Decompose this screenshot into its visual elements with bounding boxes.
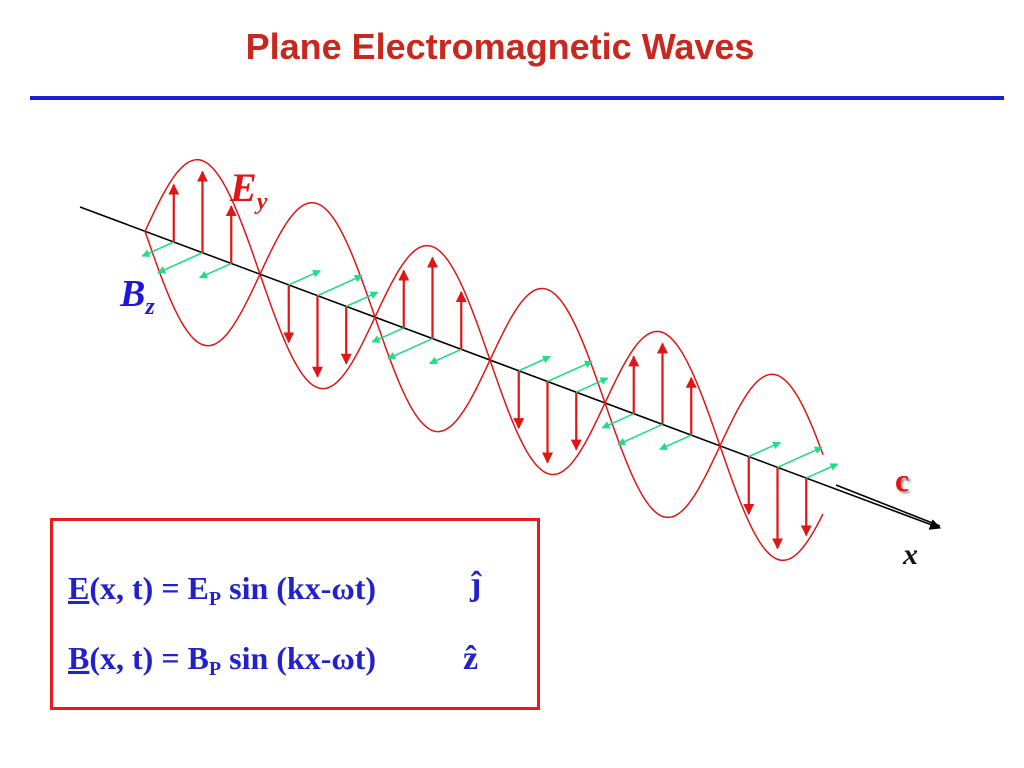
b-field-arrow <box>157 251 203 274</box>
wave-envelope-upper <box>144 158 824 562</box>
b-field-arrow <box>429 348 462 365</box>
b-field-arrow <box>601 412 635 429</box>
title-underline <box>30 96 1004 100</box>
e-field-wave <box>144 158 824 562</box>
x-axis-label: x <box>903 538 918 571</box>
b-field-arrow <box>288 270 321 286</box>
b-field-arrow <box>805 463 839 479</box>
b-field-equation: B(x, t) = BP sin (kx-ωt) <box>68 640 377 680</box>
c-direction-line <box>835 484 941 527</box>
e-field-label: Ey <box>230 165 268 215</box>
b-field-arrow <box>575 377 609 393</box>
b-field-wave <box>141 241 839 479</box>
b-field-arrow <box>748 441 781 458</box>
b-field-arrow <box>317 274 363 297</box>
b-field-arrow <box>617 423 663 446</box>
wave-envelope-lower <box>144 201 824 519</box>
b-field-arrow <box>518 355 551 372</box>
e-field-equation: E(x, t) = EP sin (kx-ωt) <box>68 570 377 610</box>
j-hat-unit-vector: ĵ <box>470 566 482 603</box>
z-hat-unit-vector: ẑ <box>463 640 479 677</box>
x-axis-line <box>79 206 942 530</box>
b-field-label: Bz <box>120 273 155 320</box>
b-field-arrow <box>777 446 823 469</box>
slide-title: Plane Electromagnetic Waves <box>245 26 755 67</box>
equation-box <box>50 518 540 710</box>
b-field-arrow <box>141 241 175 257</box>
b-field-arrow <box>387 337 433 360</box>
b-field-arrow <box>371 327 405 343</box>
speed-label: c <box>895 462 910 498</box>
b-field-arrow <box>199 262 232 279</box>
b-field-arrow <box>659 434 692 451</box>
b-field-arrow <box>547 360 593 383</box>
b-field-arrow <box>345 291 379 308</box>
